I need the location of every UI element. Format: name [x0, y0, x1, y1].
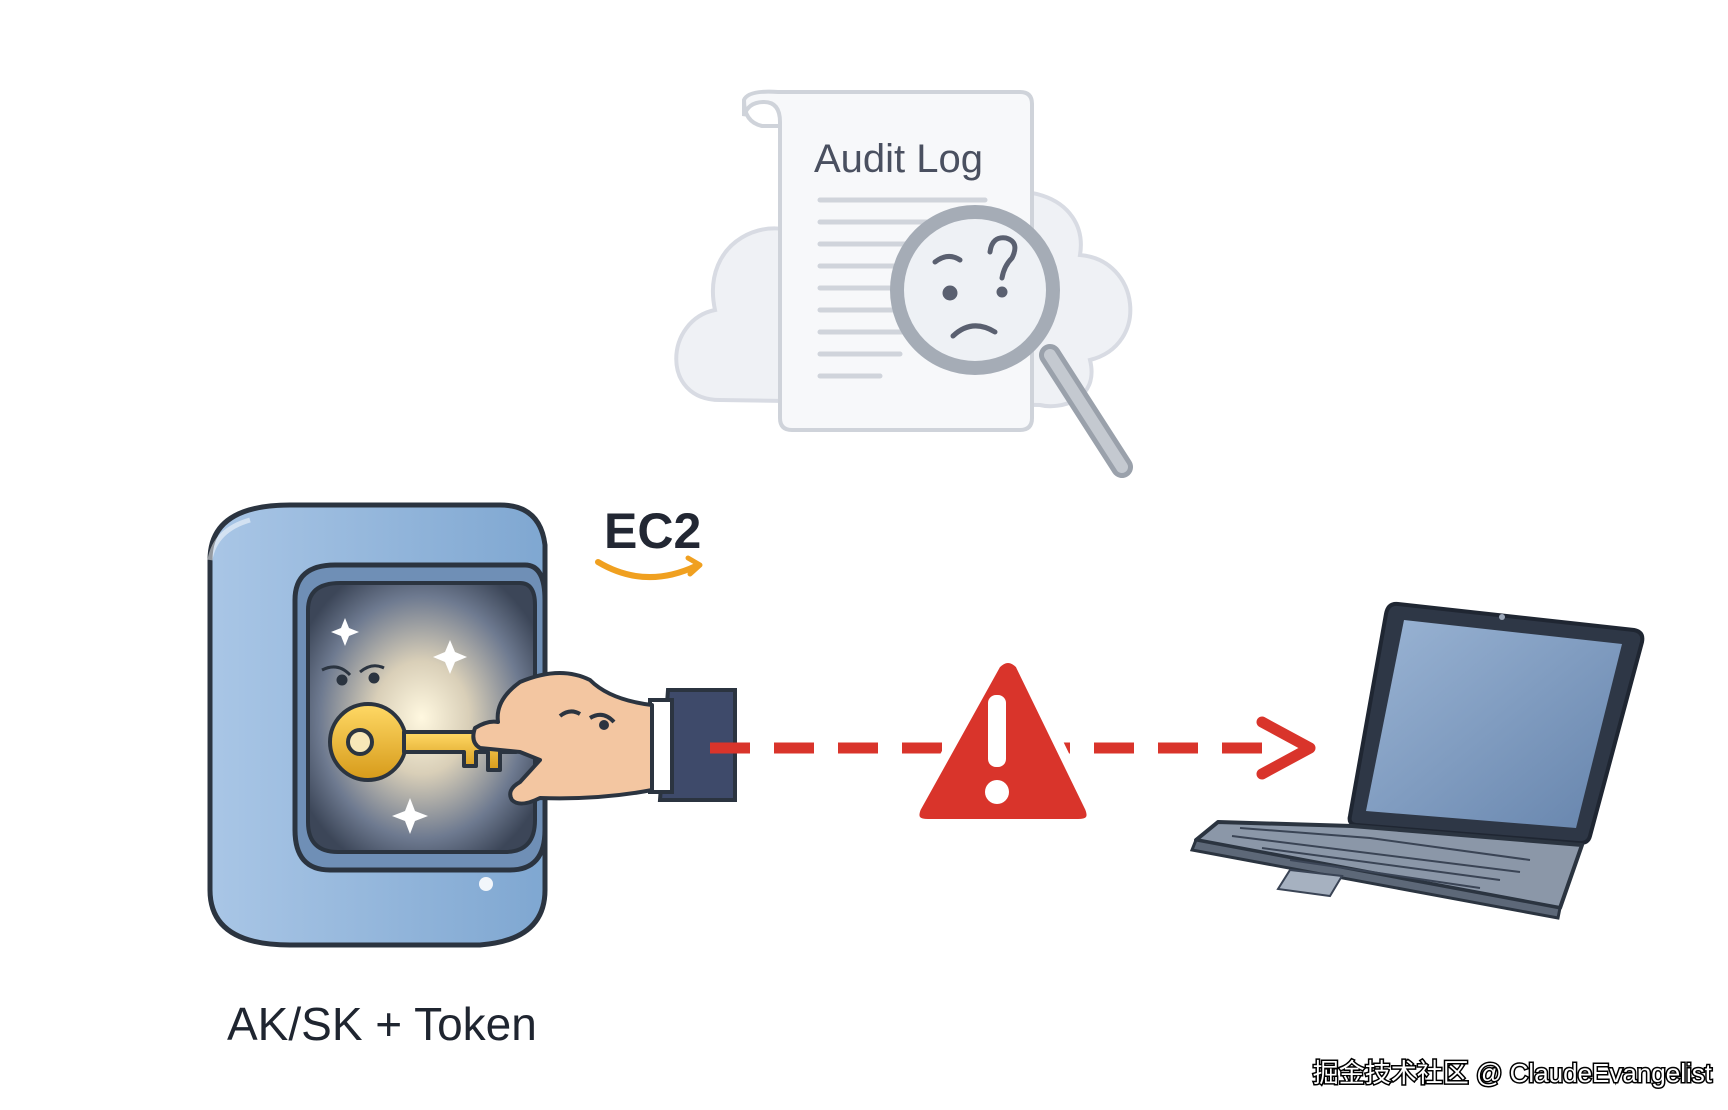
server-caption: AK/SK + Token — [227, 998, 537, 1050]
confused-face-icon — [932, 235, 1018, 339]
sparkle-icons — [331, 618, 467, 834]
ec2-label: EC2 — [604, 503, 701, 559]
amazon-smile-icon — [595, 559, 699, 581]
audit-log-title: Audit Log — [814, 137, 983, 181]
hand-icon — [471, 670, 737, 806]
watermark: 掘金技术社区 @ ClaudeEvangelist — [1313, 1058, 1713, 1088]
ec2-label-group: EC2 — [595, 503, 703, 581]
angry-eyes-icon — [321, 664, 385, 686]
laptop-icon — [1189, 601, 1645, 920]
magnifier-icon — [890, 205, 1133, 478]
server-power-led — [479, 877, 493, 891]
warning-icon — [909, 653, 1097, 829]
audit-log-group: Audit Log — [674, 89, 1133, 478]
laptop-keyboard — [1231, 827, 1531, 889]
